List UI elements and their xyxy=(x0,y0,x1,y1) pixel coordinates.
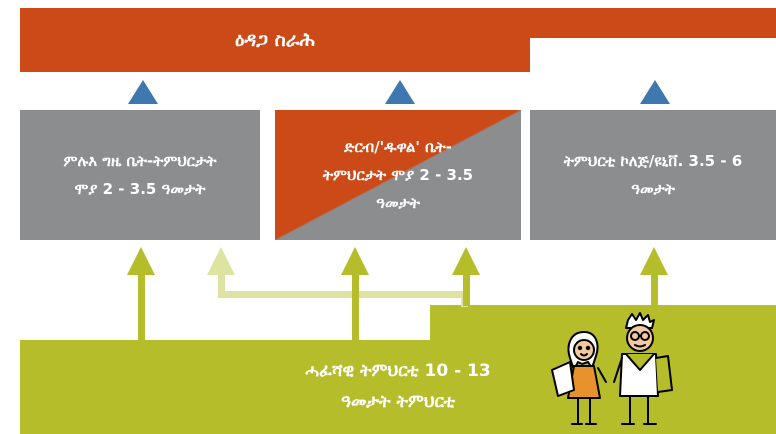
box-3-line-2: ዓመታት xyxy=(631,180,675,198)
up-arrow-triangle-1 xyxy=(128,80,158,104)
box-2-line-1: ድርብ/'ዱዋል' ቤት- xyxy=(344,138,452,156)
arrow-2-stem-vertical xyxy=(218,274,225,298)
box-2-line-2: ትምህርታት ሞያ 2 - 3.5 xyxy=(322,166,474,184)
box-1-line-1: ምሉእ ግዜ ቤት-ትምህርታት xyxy=(63,152,217,170)
labor-market-bar-extension xyxy=(530,8,776,38)
bar-notch-cutout xyxy=(530,38,776,78)
bottom-line-1: ሓፈሻዊ ትምህርቲ 10 - 13 xyxy=(305,361,491,381)
up-arrow-3 xyxy=(341,247,369,275)
bottom-block-step xyxy=(430,305,776,345)
up-arrow-triangle-2 xyxy=(385,80,415,104)
up-arrow-4 xyxy=(452,247,480,275)
arrow-4-stem xyxy=(463,274,470,306)
university-box: ትምህርቲ ኮለጅ/ዩኒቨ. 3.5 - 6 ዓመታት xyxy=(530,110,776,240)
dual-vocational-box: ድርብ/'ዱዋል' ቤት- ትምህርታት ሞያ 2 - 3.5 ዓመታት xyxy=(275,110,521,240)
fulltime-vocational-box: ምሉእ ግዜ ቤት-ትምህርታት ሞያ 2 - 3.5 ዓመታት xyxy=(20,110,260,240)
labor-market-bar xyxy=(20,8,530,72)
bottom-line-2: ዓመታት ትምህርቲ xyxy=(341,392,455,412)
box-1-line-2: ሞያ 2 - 3.5 ዓመታት xyxy=(74,180,206,198)
up-arrow-5 xyxy=(640,247,668,275)
up-arrow-1 xyxy=(127,247,155,275)
up-arrow-triangle-3 xyxy=(640,80,670,104)
box-3-line-1: ትምህርቲ ኮለጅ/ዩኒቨ. 3.5 - 6 xyxy=(563,152,743,170)
labor-market-label: ዕዳጋ ስራሕ xyxy=(235,29,315,51)
arrow-1-stem xyxy=(138,274,145,342)
arrow-2-stem-horizontal xyxy=(218,291,468,298)
up-arrow-2 xyxy=(207,247,235,275)
students-icon xyxy=(551,312,673,425)
arrow-3-stem xyxy=(352,274,359,342)
box-2-line-3: ዓመታት xyxy=(376,194,420,212)
arrow-5-stem xyxy=(651,274,658,306)
